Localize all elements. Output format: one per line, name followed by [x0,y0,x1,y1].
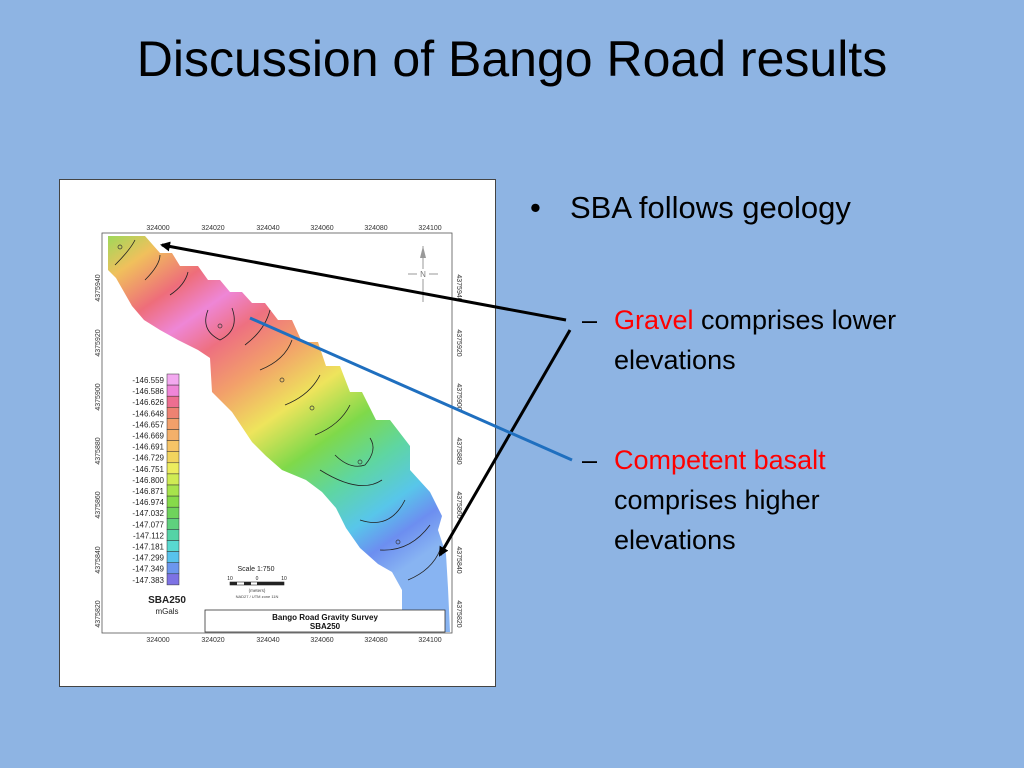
sub-bullet-dash: – [582,445,598,475]
gravel-highlight: Gravel [614,305,694,335]
y-tick-left: 4375920 [95,329,102,356]
x-tick-bottom: 324100 [418,637,441,644]
y-tick-left: 4375900 [95,383,102,410]
legend-value: -147.383 [132,576,164,585]
x-tick-top: 324100 [418,225,441,232]
scale-tick: 0 [256,576,259,582]
gravity-map: 324000 324020 324040 324060 324080 32410… [95,225,462,644]
y-tick-right: 4375940 [455,274,462,301]
x-tick-bottom: 324060 [310,637,333,644]
datum-label: NAD27 / UTM zone 11N [236,594,279,599]
x-tick-bottom: 324020 [201,637,224,644]
bullet-main: • SBA follows geology [530,190,1000,226]
y-tick-right: 4375840 [455,546,462,573]
x-tick-bottom: 324040 [256,637,279,644]
y-tick-right: 4375860 [455,491,462,518]
legend-labels: -146.559 -146.586 -146.626 -146.648 -146.657… [132,376,164,585]
sub-bullet-dash: – [582,305,598,335]
legend-value: -146.657 [132,420,164,429]
gravel-text: comprises lower elevations [614,305,897,375]
bullet-list: • SBA follows geology – Gravel comprises… [530,190,1000,555]
sample-points [117,244,437,623]
y-tick-right: 4375900 [455,383,462,410]
sub-bullet-gravel: – Gravel comprises lower elevations [582,300,942,380]
legend-title: SBA250 [148,595,186,606]
legend-value: -146.669 [132,432,164,441]
legend-value: -147.032 [132,509,164,518]
legend-value: -147.181 [132,543,164,552]
legend-value: -146.559 [132,376,164,385]
x-tick-top: 324080 [364,225,387,232]
y-tick-left: 4375880 [95,437,102,464]
legend-value: -146.871 [132,487,164,496]
contour-lines [114,239,441,581]
legend-value: -146.729 [132,454,164,463]
y-tick-left: 4375860 [95,491,102,518]
y-tick-right: 4375880 [455,437,462,464]
legend-swatch [166,573,180,586]
north-label: N [420,270,426,279]
legend-units: mGals [155,607,178,616]
bullet-main-text: SBA follows geology [570,190,851,225]
survey-title-box [204,609,446,633]
basalt-arrow-line [438,329,572,557]
slide-title: Discussion of Bango Road results [136,31,888,87]
legend-value: -147.112 [133,531,165,540]
legend-value: -146.751 [132,465,164,474]
scale-label: Scale 1:750 [238,566,275,573]
scale-units: (meters) [249,588,266,593]
sba-color-strip [108,236,450,632]
scale-tick: 10 [281,576,287,582]
y-tick-left: 4375940 [95,274,102,301]
legend-value: -146.586 [132,387,164,396]
x-tick-top: 324060 [310,225,333,232]
legend-value: -146.800 [132,476,164,485]
y-tick-right: 4375920 [455,329,462,356]
legend-color-boxes [166,373,180,586]
blue-pointer-line [249,316,573,462]
legend-value: -147.349 [132,565,164,574]
legend-value: -146.691 [132,443,164,452]
scale-tick: 10 [227,576,233,582]
x-tick-top: 324040 [256,225,279,232]
y-tick-right: 4375820 [455,600,462,627]
x-tick-bottom: 324000 [146,637,169,644]
survey-title: Bango Road Gravity Survey [272,613,378,622]
y-tick-left: 4375820 [95,600,102,627]
legend-value: -146.974 [132,498,164,507]
basalt-highlight: Competent basalt [614,445,826,475]
legend-value: -147.077 [132,520,164,529]
legend-value: -146.648 [132,409,164,418]
legend-value: -147.299 [132,554,164,563]
scale-bar: Scale 1:750 10 0 10 (meters) NAD27 / UTM… [227,566,287,599]
y-tick-left: 4375840 [95,546,102,573]
basalt-text: comprises higher elevations [614,485,820,555]
x-tick-top: 324020 [201,225,224,232]
gravel-arrow-line [160,241,567,322]
survey-subtitle: SBA250 [310,622,341,631]
x-tick-top: 324000 [146,225,169,232]
gravity-map-figure: 324000 324020 324040 324060 324080 32410… [59,179,496,687]
legend-value: -146.626 [132,398,164,407]
bullet-dot-icon: • [530,190,541,225]
x-tick-bottom: 324080 [364,637,387,644]
sub-bullet-basalt: – Competent basalt comprises higher elev… [582,440,942,560]
